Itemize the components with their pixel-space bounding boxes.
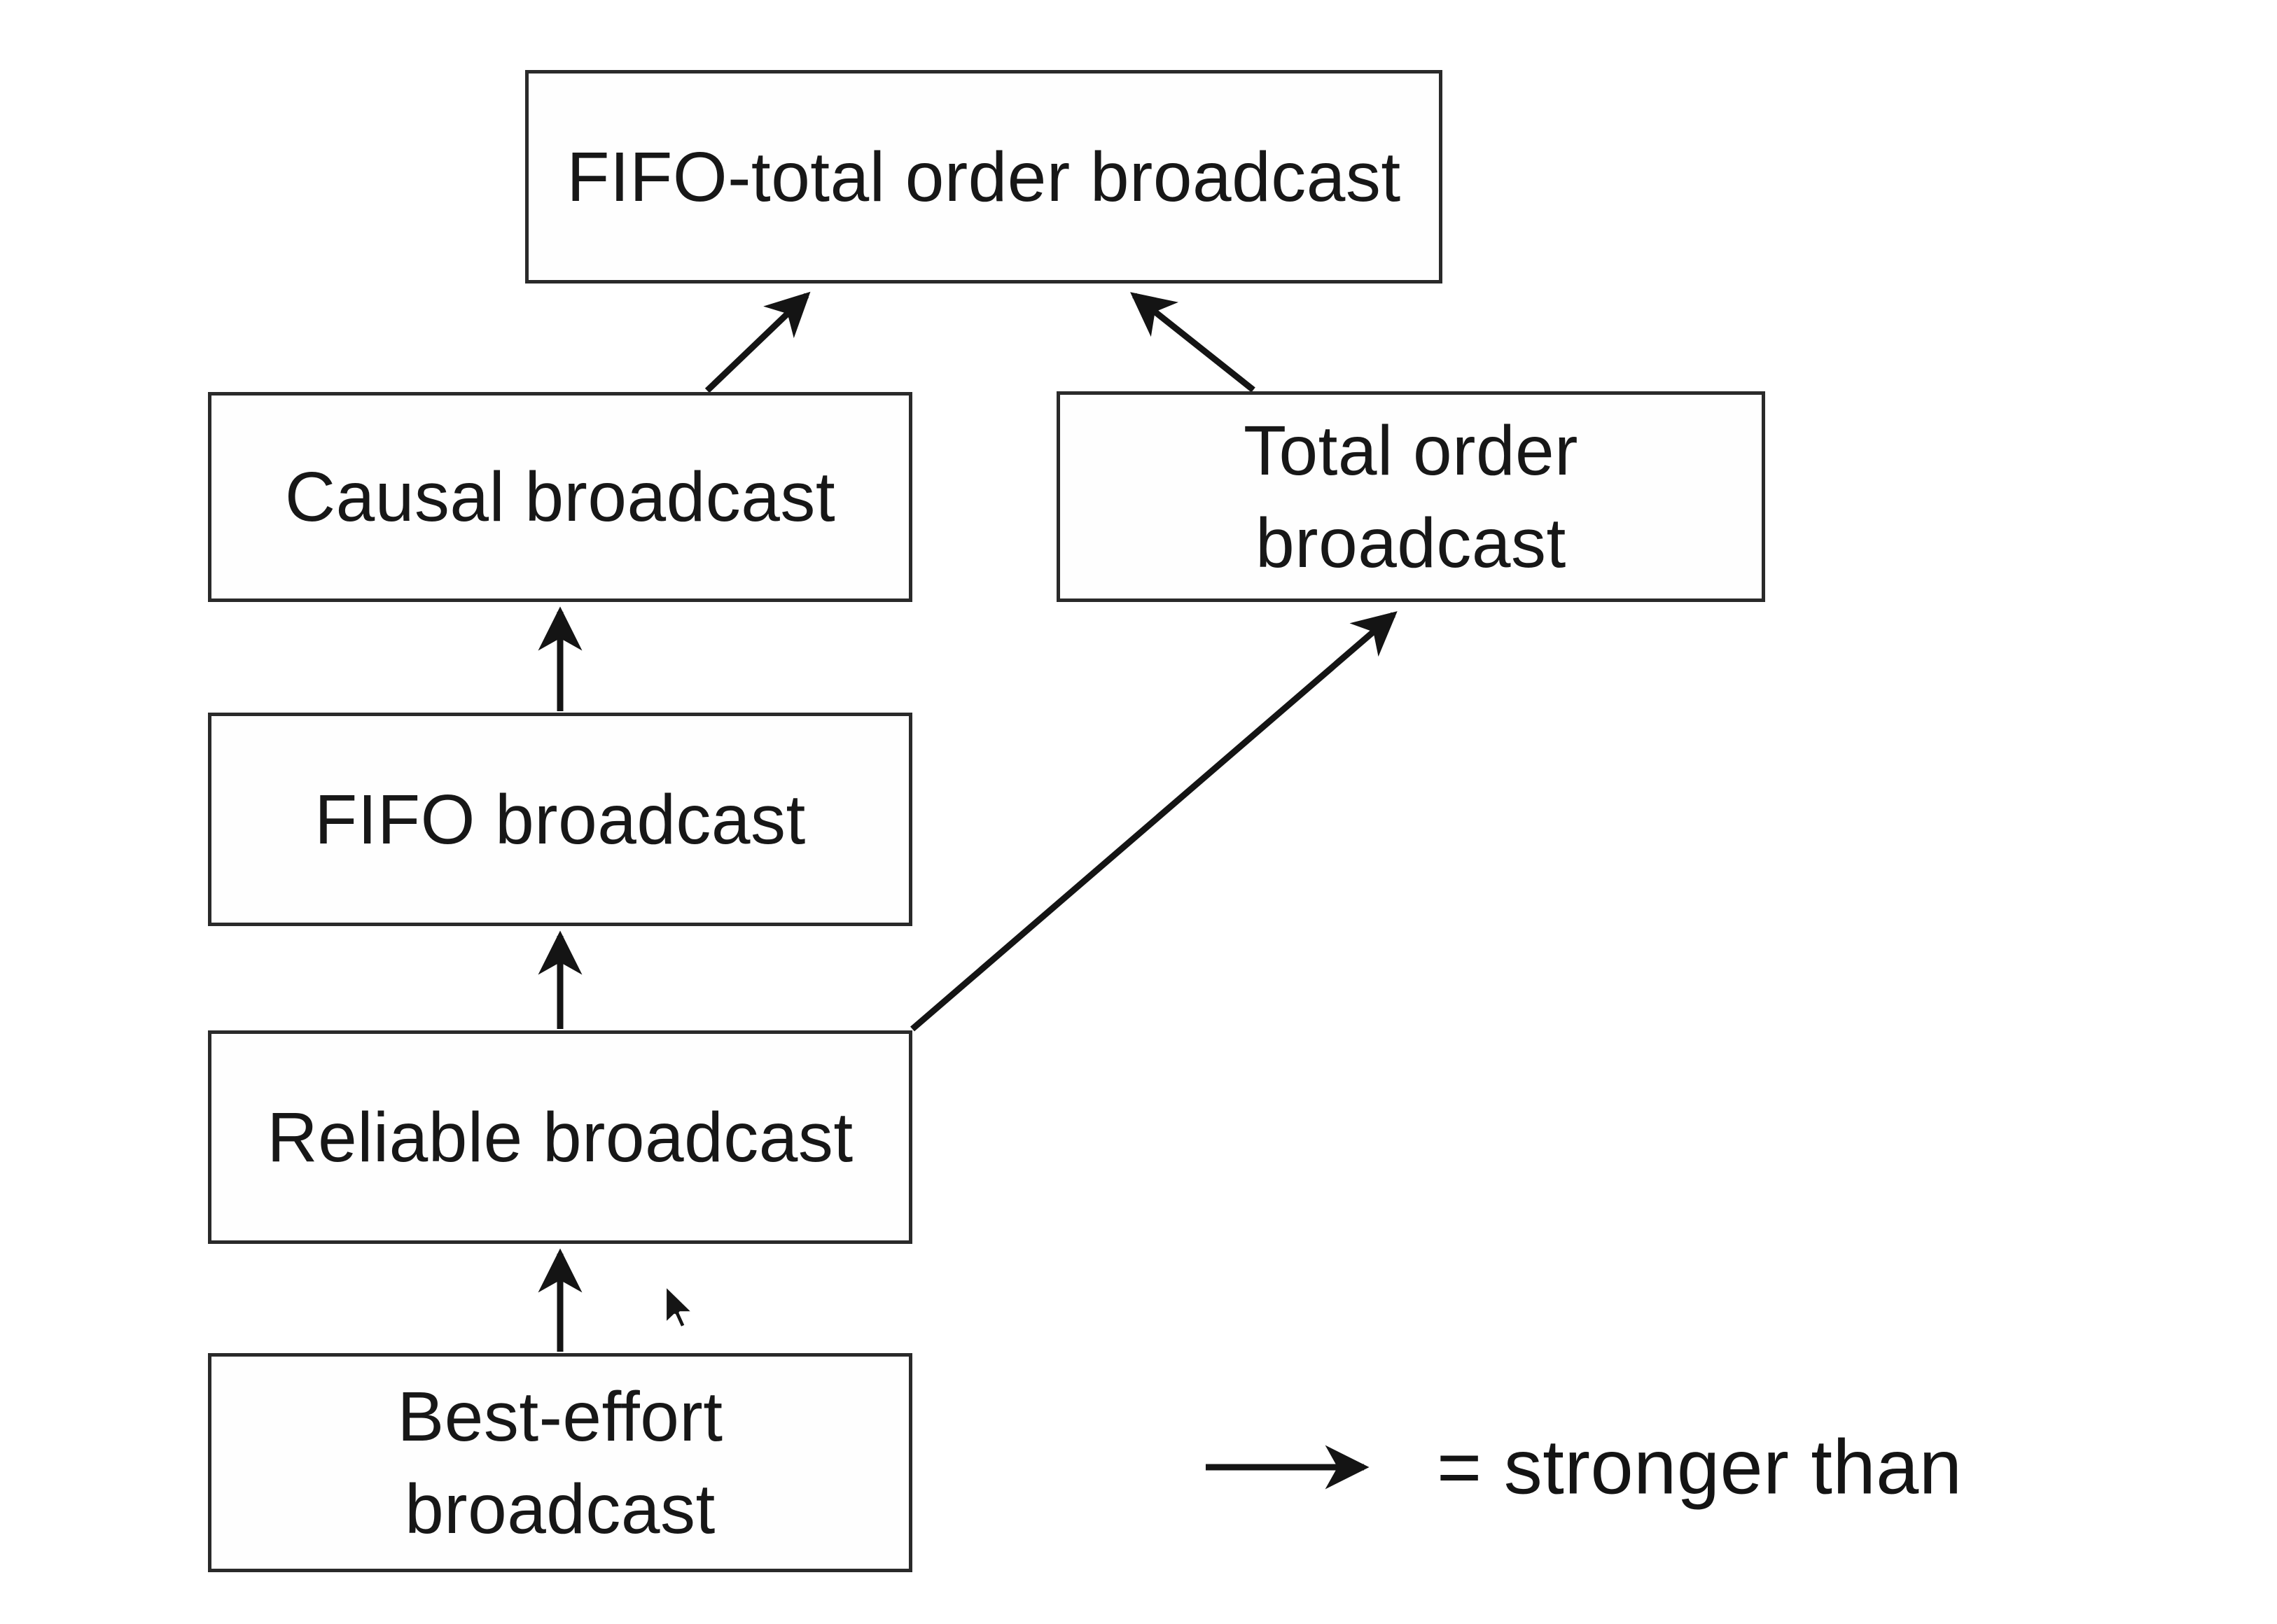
node-fifo-broadcast: FIFO broadcast: [208, 713, 912, 926]
node-causal-broadcast: Causal broadcast: [208, 392, 912, 602]
edge-causal-broadcast-to-fifo-total-order-broadcast: [704, 291, 811, 393]
node-total-order-broadcast: Total order broadcast: [1057, 391, 1765, 602]
edge-reliable-broadcast-to-total-order-broadcast: [910, 611, 1398, 1032]
edge-total-order-broadcast-to-fifo-total-order-broadcast: [1130, 292, 1255, 393]
node-best-effort-broadcast: Best-effort broadcast: [208, 1353, 912, 1572]
legend-label: = stronger than: [1437, 1424, 1963, 1511]
node-reliable-broadcast: Reliable broadcast: [208, 1030, 912, 1244]
node-fifo-total-order-broadcast: FIFO-total order broadcast: [525, 70, 1442, 284]
mouse-cursor-icon: [663, 1283, 695, 1330]
